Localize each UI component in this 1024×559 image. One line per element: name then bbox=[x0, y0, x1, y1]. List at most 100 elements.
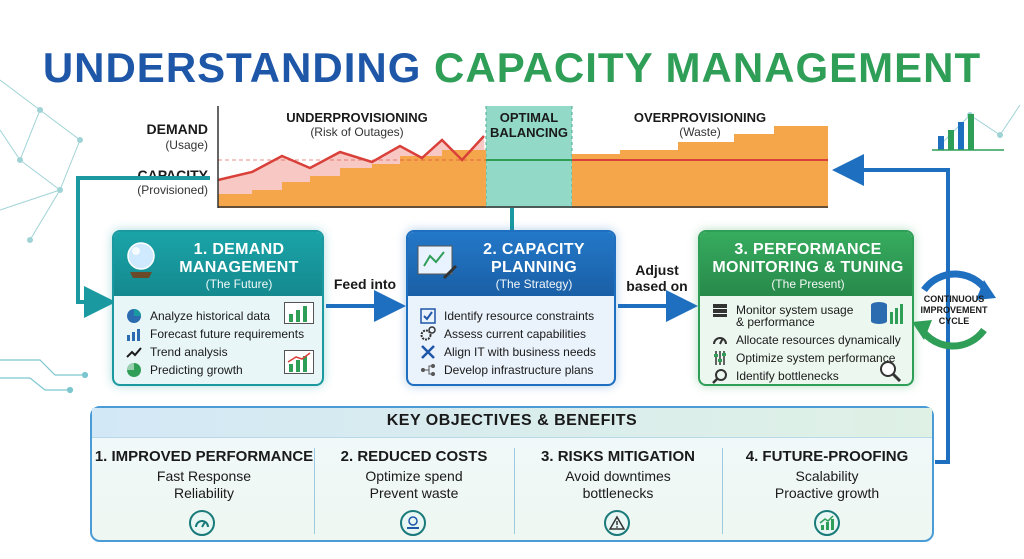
objectives-title: KEY OBJECTIVES & BENEFITS bbox=[386, 412, 638, 429]
growth-chart-icon bbox=[284, 350, 314, 374]
arrow-label-based-on: based on bbox=[626, 278, 688, 294]
objective-2-line2: Prevent waste bbox=[369, 485, 459, 501]
objective-3-line2: bottlenecks bbox=[582, 485, 654, 501]
objective-3-line1: Avoid downtimes bbox=[565, 468, 671, 484]
objective-4-line2: Proactive growth bbox=[774, 485, 880, 501]
magnifier-icon bbox=[712, 369, 727, 384]
card-demand-item-label: Analyze historical data bbox=[150, 308, 271, 323]
cycle-label-line2: IMPROVEMENT bbox=[920, 305, 988, 315]
card-capacity-item-label: Align IT with business needs bbox=[444, 344, 596, 359]
speedometer-icon bbox=[189, 510, 215, 536]
card-demand-item-label: Trend analysis bbox=[150, 344, 228, 359]
objective-1-line2: Reliability bbox=[174, 485, 234, 501]
card-demand-management: 1. DEMAND MANAGEMENT (The Future) Analyz… bbox=[112, 230, 324, 386]
money-hand-icon bbox=[400, 510, 426, 536]
card-performance-sub: (The Present) bbox=[771, 277, 845, 291]
card-performance-title1: 3. PERFORMANCE bbox=[734, 241, 882, 258]
arrow-label-feed-into: Feed into bbox=[333, 276, 397, 292]
cycle-label: CONTINUOUS IMPROVEMENT CYCLE bbox=[908, 294, 1000, 327]
card-capacity-item-label: Develop infrastructure plans bbox=[444, 362, 594, 377]
cycle-label-line1: CONTINUOUS bbox=[923, 294, 985, 304]
network-decoration-right bbox=[939, 104, 1021, 146]
zone-overprovisioning-title: OVERPROVISIONING bbox=[633, 110, 767, 125]
card-performance-title2: MONITORING & TUNING bbox=[712, 259, 904, 276]
card-demand-sub: (The Future) bbox=[205, 277, 273, 291]
card-performance-item: Identify bottlenecks bbox=[712, 368, 839, 384]
growth-icon bbox=[814, 510, 840, 536]
title-part2: CAPACITY MANAGEMENT bbox=[434, 44, 982, 91]
card-performance-item: Allocate resources dynamically bbox=[712, 332, 901, 348]
card-performance-item-label: Monitor system usage bbox=[736, 302, 854, 317]
card-capacity-item-label: Identify resource constraints bbox=[444, 308, 595, 323]
card-demand-title2: MANAGEMENT bbox=[179, 259, 299, 276]
gauge-icon bbox=[713, 337, 727, 345]
card-capacity-sub: (The Strategy) bbox=[495, 277, 573, 291]
gears-icon bbox=[420, 326, 436, 341]
card-demand-item-label: Forecast future requirements bbox=[150, 326, 305, 341]
card-capacity-title1: 2. CAPACITY bbox=[483, 241, 585, 258]
card-performance-item-label: Identify bottlenecks bbox=[736, 368, 839, 383]
card-performance-item-label: & performance bbox=[736, 315, 815, 329]
card-capacity-item: Align IT with business needs bbox=[420, 344, 596, 360]
server-icon bbox=[713, 304, 727, 317]
trend-icon bbox=[126, 347, 142, 358]
objective-1-title: 1. IMPROVED PERFORMANCE bbox=[94, 448, 314, 465]
network-decoration-left bbox=[0, 79, 83, 243]
card-performance-item-cont: & performance bbox=[736, 316, 815, 329]
zone-underprovisioning-title: UNDERPROVISIONING bbox=[286, 110, 428, 125]
demand-line bbox=[217, 135, 485, 182]
forecast-icon bbox=[127, 329, 140, 341]
checklist-icon bbox=[420, 308, 436, 324]
pie-chart-icon bbox=[127, 309, 141, 323]
growth-pie-icon bbox=[127, 363, 141, 377]
sliders-icon bbox=[714, 351, 726, 365]
infrastructure-icon bbox=[421, 364, 435, 376]
objective-4-line1: Scalability bbox=[795, 468, 859, 484]
card-demand-title1: 1. DEMAND bbox=[193, 241, 285, 258]
demand-label: DEMAND bbox=[146, 121, 208, 137]
zone-optimal-title2: BALANCING bbox=[490, 125, 568, 140]
card-demand-item: Forecast future requirements bbox=[126, 326, 304, 342]
card-capacity-planning: 2. CAPACITY PLANNING (The Strategy) Iden… bbox=[406, 230, 616, 386]
optimal-zone bbox=[486, 106, 572, 208]
zone-overprovisioning-sub: (Waste) bbox=[679, 125, 721, 139]
card-demand-header: 1. DEMAND MANAGEMENT (The Future) bbox=[114, 232, 322, 296]
objectives-panel: KEY OBJECTIVES & BENEFITS 1. IMPROVED PE… bbox=[90, 406, 934, 542]
bar-chart-icon bbox=[284, 302, 314, 324]
demand-sub-label: (Usage) bbox=[165, 138, 208, 152]
blueprint-icon bbox=[417, 245, 458, 280]
card-performance-monitoring: 3. PERFORMANCE MONITORING & TUNING (The … bbox=[698, 230, 914, 386]
title-part1: UNDERSTANDING bbox=[42, 44, 422, 91]
objective-2-title: 2. REDUCED COSTS bbox=[340, 448, 488, 465]
card-capacity-item: Identify resource constraints bbox=[420, 308, 594, 324]
objective-2-line1: Optimize spend bbox=[365, 468, 463, 484]
arrow-label-adjust: Adjust bbox=[635, 262, 679, 278]
card-performance-item: Monitor system usage bbox=[712, 302, 853, 318]
card-capacity-item: Develop infrastructure plans bbox=[420, 362, 593, 378]
crystal-ball-icon bbox=[127, 242, 155, 278]
card-capacity-item: Assess current capabilities bbox=[420, 326, 586, 342]
page-title: UNDERSTANDING CAPACITY MANAGEMENT bbox=[0, 44, 1024, 92]
objective-3-title: 3. RISKS MITIGATION bbox=[541, 448, 695, 465]
circuit-decoration-left bbox=[0, 359, 89, 394]
zone-underprovisioning-sub: (Risk of Outages) bbox=[310, 125, 404, 139]
decorative-bar-chart-icon bbox=[932, 114, 1004, 151]
card-demand-item-label: Predicting growth bbox=[150, 362, 243, 377]
card-capacity-title2: PLANNING bbox=[491, 259, 577, 276]
align-icon bbox=[421, 345, 435, 359]
card-performance-header: 3. PERFORMANCE MONITORING & TUNING (The … bbox=[700, 232, 912, 296]
objective-4-title: 4. FUTURE-PROOFING bbox=[745, 448, 909, 465]
card-demand-item: Predicting growth bbox=[126, 362, 243, 378]
cycle-arrows-icon bbox=[912, 270, 996, 350]
card-demand-item: Analyze historical data bbox=[126, 308, 270, 324]
card-performance-item-label: Allocate resources dynamically bbox=[736, 332, 901, 347]
card-performance-item-label: Optimize system performance bbox=[736, 350, 896, 365]
capacity-sub-label: (Provisioned) bbox=[137, 183, 208, 197]
warning-icon bbox=[604, 510, 630, 536]
cycle-label-line3: CYCLE bbox=[938, 316, 970, 326]
objective-1-line1: Fast Response bbox=[156, 468, 252, 484]
card-capacity-header: 2. CAPACITY PLANNING (The Strategy) bbox=[408, 232, 614, 296]
database-chart-icon bbox=[871, 302, 903, 324]
card-capacity-item-label: Assess current capabilities bbox=[444, 326, 587, 341]
